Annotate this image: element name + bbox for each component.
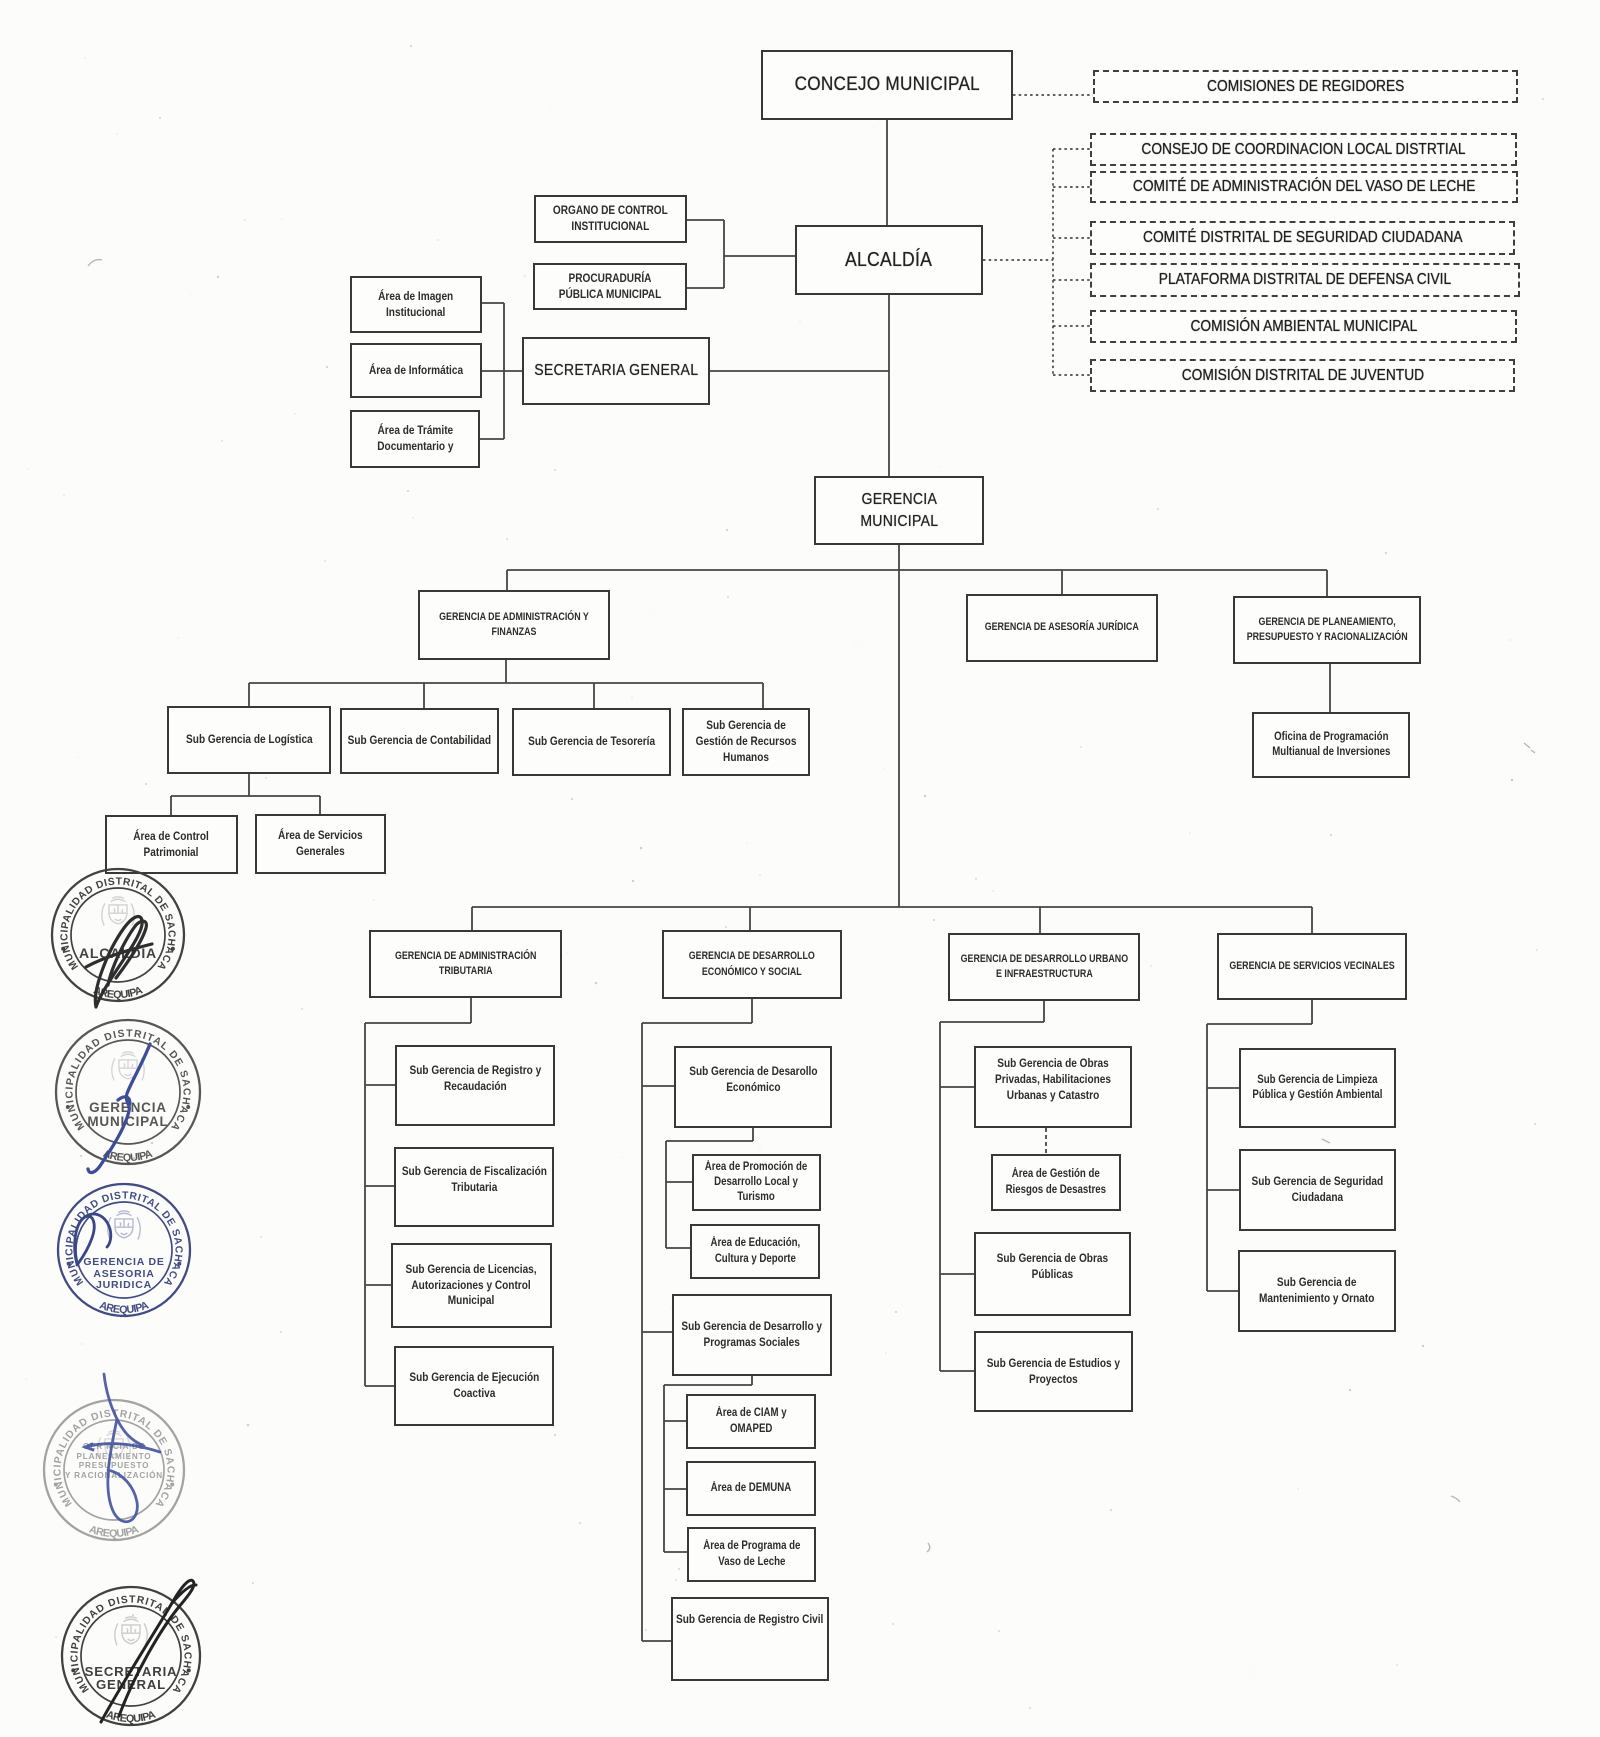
svg-text:ASESORIA: ASESORIA bbox=[93, 1268, 154, 1280]
svg-text:AREQUIPA: AREQUIPA bbox=[88, 1523, 141, 1540]
svg-text:AREQUIPA: AREQUIPA bbox=[98, 1299, 151, 1316]
svg-text:GENERAL: GENERAL bbox=[96, 1677, 166, 1692]
svg-text:PLANEAMIENTO: PLANEAMIENTO bbox=[77, 1452, 152, 1461]
svg-text:MUNICIPAL: MUNICIPAL bbox=[87, 1114, 168, 1129]
svg-text:AREQUIPA: AREQUIPA bbox=[101, 1148, 154, 1164]
svg-text:GERENCIA DE: GERENCIA DE bbox=[83, 1256, 164, 1268]
svg-text:PRESUPUESTO: PRESUPUESTO bbox=[79, 1461, 150, 1470]
svg-text:GER NCIA DE: GER NCIA DE bbox=[83, 1442, 145, 1451]
svg-text:JURIDICA: JURIDICA bbox=[96, 1279, 152, 1291]
svg-text:AREQUIPA: AREQUIPA bbox=[105, 1709, 158, 1726]
svg-text:Y RACIONALIZACIÓN: Y RACIONALIZACIÓN bbox=[65, 1469, 163, 1480]
